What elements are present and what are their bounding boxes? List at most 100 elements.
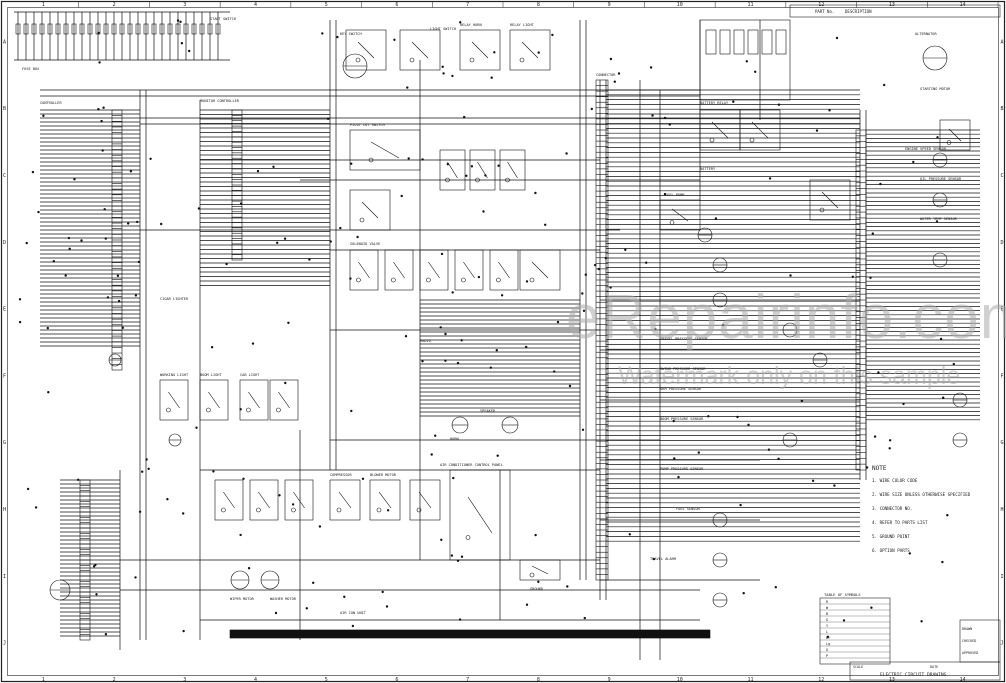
note-line: 6. OPTION PARTS <box>872 548 910 553</box>
wire-junction <box>239 202 243 205</box>
wire-junction <box>774 585 777 589</box>
relay-coil <box>496 277 501 283</box>
wire-junction <box>444 332 447 336</box>
wire-junction <box>343 595 346 598</box>
column-marker: 10 <box>677 2 683 8</box>
fuse-element <box>127 23 133 35</box>
row-marker: H <box>1000 507 1003 513</box>
legend-row: R <box>826 600 829 604</box>
wire-junction <box>97 31 100 35</box>
wire-junction <box>452 476 455 480</box>
column-marker: 1 <box>42 2 45 8</box>
fuse-element <box>151 23 157 35</box>
wire-junction <box>582 309 586 312</box>
wire-junction <box>888 447 891 450</box>
relay-contact <box>531 565 549 575</box>
wire-junction <box>361 477 365 480</box>
row-marker: D <box>1000 240 1003 246</box>
wire-junction <box>815 129 819 132</box>
switch-box <box>349 129 421 171</box>
fuse-element <box>191 23 197 35</box>
relay-coil <box>669 220 675 225</box>
component-label-washer-motor: WASHER MOTOR <box>270 597 297 601</box>
wire-junction <box>18 320 22 324</box>
relay-coil <box>819 207 825 213</box>
inner-frame <box>7 7 999 676</box>
wire-junction <box>495 349 498 352</box>
fuse-element <box>143 23 149 35</box>
relay-coil <box>256 507 261 513</box>
wire-junction <box>551 33 554 37</box>
wire-junction <box>274 611 278 615</box>
wire-junction <box>97 107 100 111</box>
wire-junction <box>393 38 396 41</box>
row-marker: F <box>3 373 6 379</box>
wire-junction <box>102 106 105 109</box>
wire-junction <box>25 241 28 245</box>
relay-contact <box>498 261 510 279</box>
fuse-element <box>103 23 109 35</box>
relay-contact <box>258 491 270 509</box>
component-label-fuel-sensor: FUEL SENSOR <box>676 507 701 511</box>
wire-junction <box>811 479 815 482</box>
fuse-element <box>39 23 45 35</box>
relay-contact <box>168 391 180 409</box>
wire-junction <box>941 396 945 399</box>
note-line: 3. CONNECTOR NO. <box>872 506 912 511</box>
wire-junction <box>789 274 792 277</box>
wire-junction <box>768 177 772 180</box>
relay-contact <box>358 261 370 279</box>
wire-junction <box>356 235 359 239</box>
wire-junction <box>489 366 492 369</box>
component-label-pilot-cut-switch: PILOT CUT SWITCH <box>350 123 385 127</box>
relay-coil <box>246 407 251 413</box>
relay-contact <box>418 491 432 509</box>
legend-row: O <box>826 648 828 652</box>
relay-coil <box>221 507 226 513</box>
wire-junction <box>138 510 142 513</box>
legend-row: Br <box>826 636 831 640</box>
wire-junction <box>672 419 675 423</box>
wire-junction <box>308 258 311 261</box>
wire-junction <box>136 220 139 224</box>
wire-junction <box>305 607 308 610</box>
wire-junction <box>707 415 710 418</box>
relay-coil <box>529 572 535 578</box>
wire-junction <box>649 66 653 69</box>
switch-box <box>349 189 391 231</box>
wire-junction <box>283 237 287 240</box>
component-label-blower-motor: BLOWER MOTOR <box>370 473 397 477</box>
wire-junction <box>912 160 915 164</box>
wire-junction <box>137 260 141 264</box>
legend-row: P <box>826 654 828 658</box>
component-label-monitor-controller: MONITOR CONTROLLER <box>200 99 240 103</box>
relay-coil <box>206 407 211 413</box>
wire-junction <box>581 428 585 431</box>
fuse-element <box>111 23 117 35</box>
relay-coil <box>946 140 952 145</box>
wire-junction <box>482 210 485 213</box>
wire-junction <box>908 552 911 555</box>
relay-coil <box>409 57 415 63</box>
wire-junction <box>651 114 654 117</box>
wire-junction <box>440 538 443 541</box>
wire-junction <box>736 415 739 419</box>
relay-contact <box>671 208 689 222</box>
relay-box <box>329 479 361 521</box>
note-line: 1. WIRE COLOR CODE <box>872 478 918 483</box>
air-con-control-box <box>449 469 511 561</box>
wire-junction <box>291 503 295 506</box>
wire-junction <box>450 554 454 557</box>
wire-junction <box>444 359 447 362</box>
wire-junction <box>160 222 163 226</box>
wire-junction <box>104 632 108 636</box>
component-label-battery-relay: BATTERY RELAY <box>700 101 729 105</box>
wire-junction <box>460 555 464 558</box>
wire-junction <box>312 581 315 584</box>
fuse-element <box>215 23 221 35</box>
fuse-element <box>199 23 205 35</box>
wire-junction <box>182 512 185 515</box>
wire-junction <box>406 86 409 89</box>
fuse-element <box>31 23 37 35</box>
